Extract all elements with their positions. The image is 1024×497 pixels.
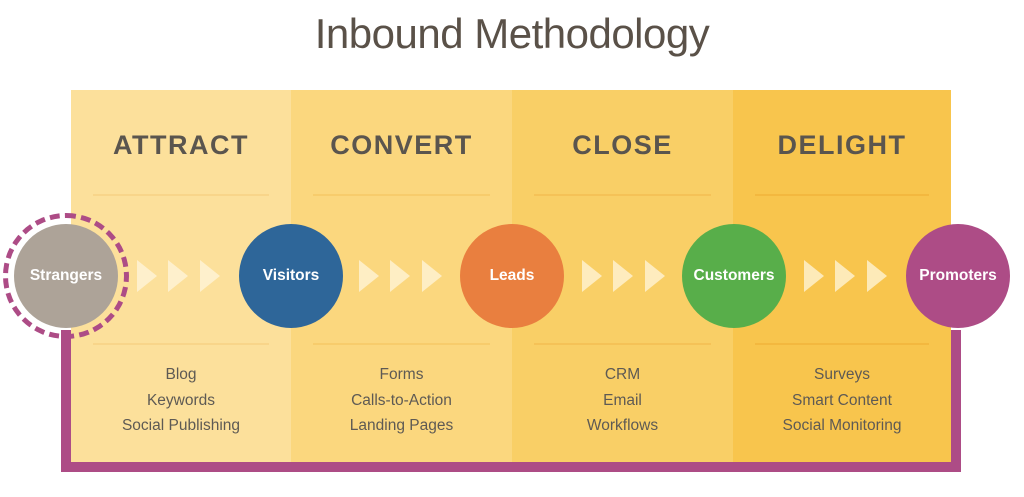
tool-item: Landing Pages — [349, 417, 454, 434]
divider — [93, 343, 269, 345]
divider — [313, 343, 490, 345]
stage-tools: Forms Calls-to-Action Landing Pages — [291, 362, 512, 439]
strangers-dashed-ring — [3, 213, 129, 339]
tool-item: Email — [603, 391, 642, 409]
stage-tools: CRM Email Workflows — [512, 362, 733, 439]
tool-item: Blog — [165, 366, 197, 383]
stage-tools: Surveys Smart Content Social Monitoring — [733, 362, 951, 439]
stage-tools: Blog Keywords Social Publishing — [71, 362, 291, 439]
tool-item: Social Monitoring — [782, 417, 902, 434]
node-promoters: Promoters — [906, 224, 1010, 328]
node-leads: Leads — [460, 224, 564, 328]
chevron-right-icon — [200, 260, 220, 292]
tool-item: Workflows — [586, 417, 659, 434]
stage-title: CONVERT — [330, 130, 473, 160]
diagram-title: Inbound Methodology — [314, 10, 710, 57]
chevron-right-icon — [613, 260, 633, 292]
divider — [534, 343, 711, 345]
node-customers: Customers — [682, 224, 786, 328]
tool-item: Social Publishing — [121, 417, 241, 434]
stage-title: CLOSE — [572, 130, 673, 160]
divider — [313, 194, 490, 196]
tool-item: Keywords — [146, 391, 216, 409]
chevron-right-icon — [422, 260, 442, 292]
chevron-right-icon — [804, 260, 824, 292]
chevron-right-icon — [582, 260, 602, 292]
chevron-right-icon — [867, 260, 887, 292]
tool-item: Forms — [379, 366, 424, 383]
chevron-right-icon — [168, 260, 188, 292]
divider — [755, 343, 929, 345]
divider — [755, 194, 929, 196]
tool-item: Surveys — [814, 366, 870, 383]
tool-item: CRM — [604, 366, 641, 383]
tool-item: Smart Content — [792, 391, 892, 409]
chevron-right-icon — [835, 260, 855, 292]
divider — [534, 194, 711, 196]
stage-title: ATTRACT — [113, 130, 249, 160]
chevron-right-icon — [137, 260, 157, 292]
divider — [93, 194, 269, 196]
chevron-right-icon — [390, 260, 410, 292]
chevron-right-icon — [359, 260, 379, 292]
tool-item: Calls-to-Action — [351, 391, 452, 409]
node-strangers: Strangers — [14, 224, 118, 328]
node-visitors: Visitors — [239, 224, 343, 328]
stage-title: DELIGHT — [777, 130, 907, 160]
chevron-right-icon — [645, 260, 665, 292]
